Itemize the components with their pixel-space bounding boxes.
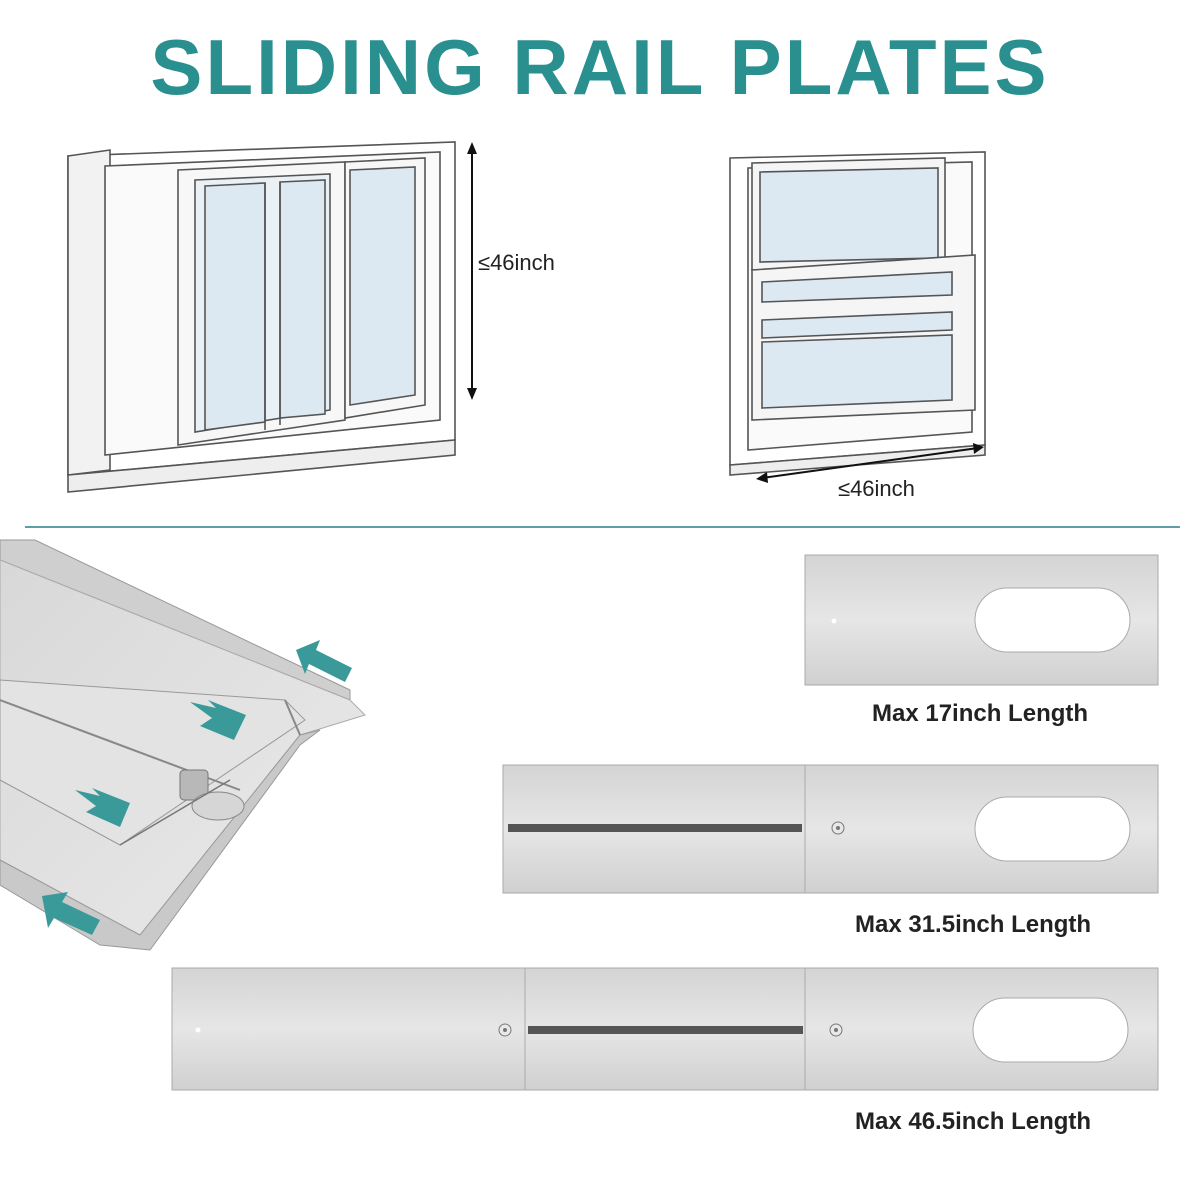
plate-17-label: Max 17inch Length: [872, 700, 1089, 727]
hung-window-illustration: [729, 151, 986, 476]
arrow-icon: [190, 700, 246, 740]
arrow-icon: [75, 788, 130, 827]
width-dimension-arrow: [756, 443, 984, 483]
height-dimension-arrow: [467, 142, 477, 400]
arrow-icon: [42, 892, 100, 935]
page-title: SLIDING RAIL PLATES: [150, 23, 1050, 111]
sliding-window-illustration: [67, 141, 456, 493]
sliding-window-height-label: ≤46inch: [478, 250, 555, 275]
hung-window-width-label: ≤46inch: [838, 476, 915, 501]
plate-31-5-label: Max 31.5inch Length: [855, 911, 1092, 938]
plate-46-5-inch: [171, 967, 1159, 1091]
plate-17-inch: [804, 554, 1159, 686]
plate-46-5-label: Max 46.5inch Length: [855, 1108, 1092, 1135]
rail-closeup-illustration: [0, 539, 366, 951]
plate-31-5-inch: [502, 764, 1159, 894]
rail-arrows: [42, 640, 352, 935]
arrow-icon: [296, 640, 352, 682]
